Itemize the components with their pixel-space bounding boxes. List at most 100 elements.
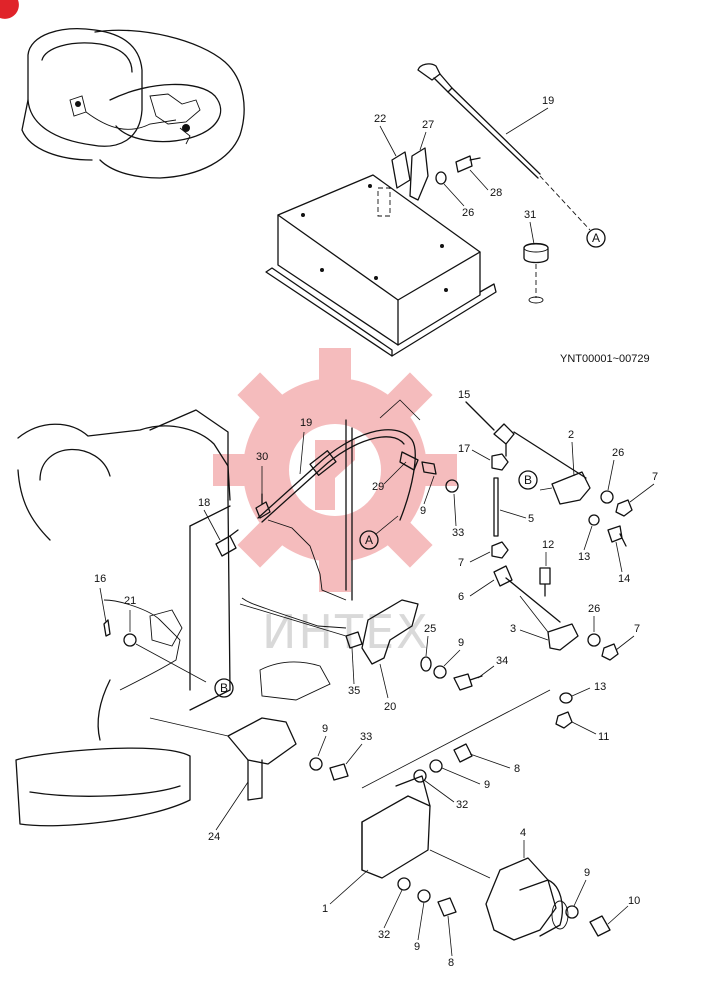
part-7-nut-a [615, 499, 633, 517]
callout-17: 17 [458, 443, 470, 455]
machine-overview-inset [21, 28, 245, 179]
part-35-spacer [345, 631, 363, 649]
corner-tab [0, 0, 19, 19]
part-26-washer-b [587, 633, 601, 647]
part-13-washer-a [588, 514, 600, 526]
part-3-lever [547, 623, 579, 651]
callout-32-a: 32 [456, 799, 468, 811]
callout-33-a: 33 [452, 527, 464, 539]
callout-2: 2 [568, 429, 574, 441]
watermark-logo [213, 348, 457, 592]
part-26-washer [435, 171, 447, 185]
callout-9-e: 9 [414, 941, 420, 953]
part-19-cable-mid [257, 429, 419, 523]
link-line-1 [149, 717, 229, 737]
callout-1: 1 [322, 903, 328, 915]
callout-9-d: 9 [484, 779, 490, 791]
callout-9-a: 9 [420, 505, 426, 517]
callout-21: 21 [124, 595, 136, 607]
part-13-washer-b [559, 692, 573, 704]
callout-10: 10 [628, 895, 640, 907]
callout-26-top: 26 [462, 207, 474, 219]
callout-28: 28 [490, 187, 502, 199]
callout-35: 35 [348, 685, 360, 697]
part-22-plate [391, 151, 411, 189]
callout-19-top: 19 [542, 95, 554, 107]
part-12-bolt [539, 567, 551, 597]
svg-text:B: B [524, 473, 532, 487]
part-11-nut [555, 711, 573, 729]
callout-8-b: 8 [448, 957, 454, 969]
callout-9-c: 9 [322, 723, 328, 735]
part-33-bolt-a [445, 479, 459, 493]
callout-14: 14 [618, 573, 630, 585]
part-6-elbow [493, 565, 561, 623]
box-cover-assembly [265, 174, 497, 357]
part-7-nut-c [601, 643, 619, 661]
callout-34: 34 [496, 655, 508, 667]
callout-20: 20 [384, 701, 396, 713]
callout-24: 24 [208, 831, 220, 843]
part-1-plate [361, 795, 431, 879]
part-14-bolt [607, 525, 627, 547]
callout-9-f: 9 [584, 867, 590, 879]
callout-7-c: 7 [634, 623, 640, 635]
callout-27: 27 [422, 119, 434, 131]
svg-text:A: A [365, 533, 373, 547]
callout-7-b: 7 [458, 557, 464, 569]
callout-26-a: 26 [612, 447, 624, 459]
part-29-clamp [421, 461, 437, 475]
machine-body-lower [15, 409, 331, 827]
reference-marker-b-left: B [214, 678, 234, 698]
callout-11: 11 [598, 731, 609, 743]
callout-13-b: 13 [594, 681, 606, 693]
part-21-leader-line [135, 643, 207, 683]
callout-33-b: 33 [360, 731, 372, 743]
part-24-bracket [227, 717, 297, 765]
svg-text:A: A [592, 231, 600, 245]
callout-labels: 19 22 27 28 26 31 15 2 17 19 30 29 26 7 … [94, 95, 658, 969]
part-20-bracket [361, 599, 419, 665]
mounting-plate-outline [189, 419, 353, 691]
part-2-bracket [551, 471, 591, 505]
callout-8-a: 8 [514, 763, 520, 775]
callout-29: 29 [372, 481, 384, 493]
marker-b-leader-right [539, 487, 553, 491]
callout-6: 6 [458, 591, 464, 603]
callout-31: 31 [524, 209, 536, 221]
part-10-bolt [589, 915, 611, 937]
part-9-washer-c [309, 757, 323, 771]
part-26-washer-a [600, 490, 614, 504]
part-31-grommet [523, 242, 549, 304]
part-9-washer-e [565, 905, 579, 919]
part-19-cable-top [417, 63, 591, 231]
link-line-2 [361, 689, 551, 789]
link-line-4 [379, 399, 421, 421]
reference-marker-b-right: B [518, 470, 538, 490]
part-32-washer-b [397, 877, 411, 891]
callout-26-b: 26 [588, 603, 600, 615]
part-16-clip [103, 619, 111, 637]
part-3-link [519, 595, 549, 633]
reference-marker-a-top: A [586, 228, 606, 248]
part-27-bracket [409, 147, 429, 201]
part-34-bolt [453, 673, 483, 691]
callout-30: 30 [256, 451, 268, 463]
serial-range-label: YNT00001~00729 [560, 353, 650, 365]
link-line-3 [429, 849, 491, 879]
part-4-motor [485, 857, 569, 941]
part-5-rod [493, 477, 499, 537]
part-9-washer-d [429, 759, 443, 773]
callout-15: 15 [458, 389, 470, 401]
callout-22: 22 [374, 113, 386, 125]
part-21-washer [123, 633, 137, 647]
watermark-text: ИНТЕХ [262, 605, 430, 659]
part-17-nut [491, 453, 509, 471]
callout-32-b: 32 [378, 929, 390, 941]
part-15-fitting [465, 401, 587, 479]
part-8-bolt-a [453, 743, 473, 763]
link-line-5 [239, 603, 347, 637]
part-9-washer-b [433, 665, 447, 679]
